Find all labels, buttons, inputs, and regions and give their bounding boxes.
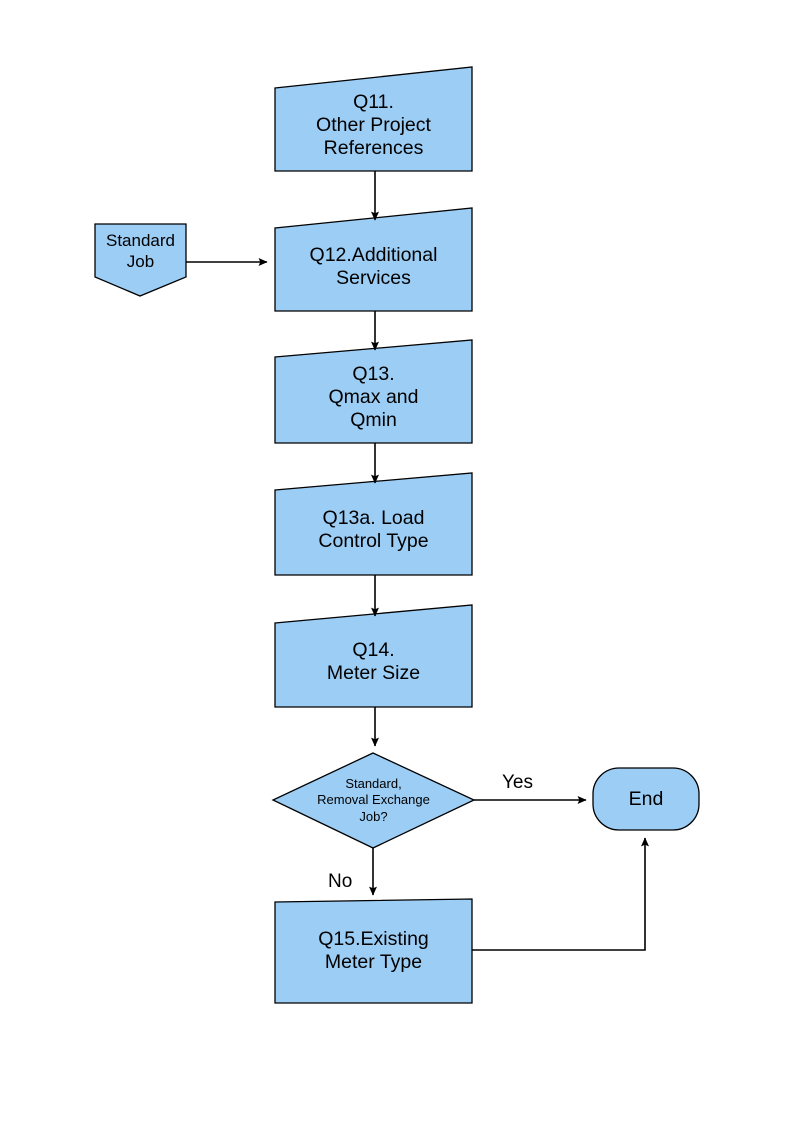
node-standard-job-shape[interactable] [94, 223, 187, 297]
edge-q15-end [472, 837, 649, 951]
node-q11-shape[interactable] [274, 66, 473, 172]
node-q15-shape[interactable] [274, 898, 473, 1004]
node-q14-shape[interactable] [274, 604, 473, 708]
node-q13a-shape[interactable] [274, 472, 473, 576]
node-q13-shape[interactable] [274, 339, 473, 444]
node-end-shape[interactable] [592, 767, 700, 831]
node-q12-shape[interactable] [274, 207, 473, 312]
node-decision-shape[interactable] [271, 752, 476, 849]
